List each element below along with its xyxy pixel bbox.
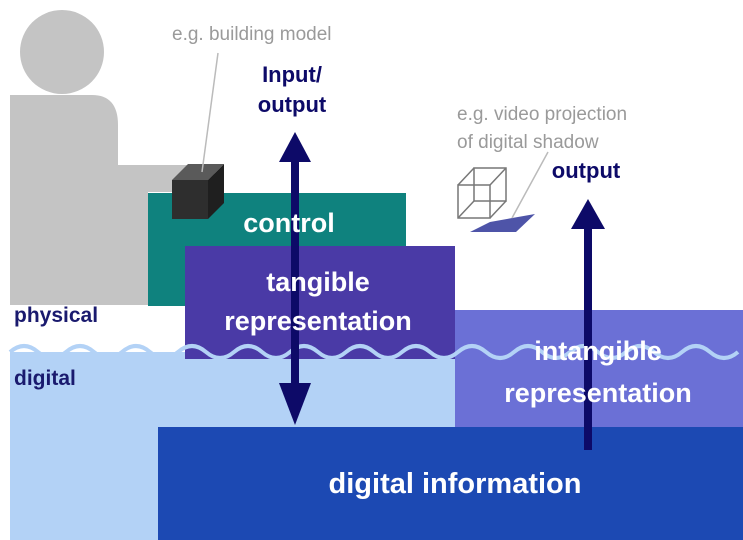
tangible-representation-block — [185, 246, 455, 359]
physical-layer-label: physical — [14, 304, 98, 327]
tangible-representation-label-line2: representation — [224, 306, 412, 336]
digital-information-label: digital information — [329, 468, 582, 500]
video-projection-annotation-line1: e.g. video projection — [457, 104, 627, 125]
video-projection-pointer-line — [511, 151, 549, 219]
projection-cube-icon — [457, 167, 535, 232]
intangible-representation-block — [455, 310, 743, 430]
building-model-cube-icon — [172, 164, 224, 219]
output-arrow — [571, 199, 605, 450]
building-model-annotation: e.g. building model — [172, 24, 332, 45]
physical-digital-boundary-wave — [8, 344, 740, 360]
building-model-pointer-line — [201, 52, 219, 173]
intangible-representation-label-line2: representation — [504, 378, 692, 408]
control-label: control — [243, 208, 335, 238]
input-output-label-line2: output — [258, 92, 327, 117]
input-output-arrow — [279, 132, 311, 425]
person-silhouette — [10, 10, 215, 305]
intangible-representation-label-line1: intangible — [534, 336, 662, 366]
output-label: output — [552, 158, 621, 183]
tangible-representation-label-line1: tangible — [266, 267, 370, 297]
digital-layer-label: digital — [14, 367, 76, 390]
digital-information-block — [158, 427, 743, 540]
video-projection-annotation-line2: of digital shadow — [457, 132, 599, 153]
input-output-label-line1: Input/ — [262, 62, 322, 87]
